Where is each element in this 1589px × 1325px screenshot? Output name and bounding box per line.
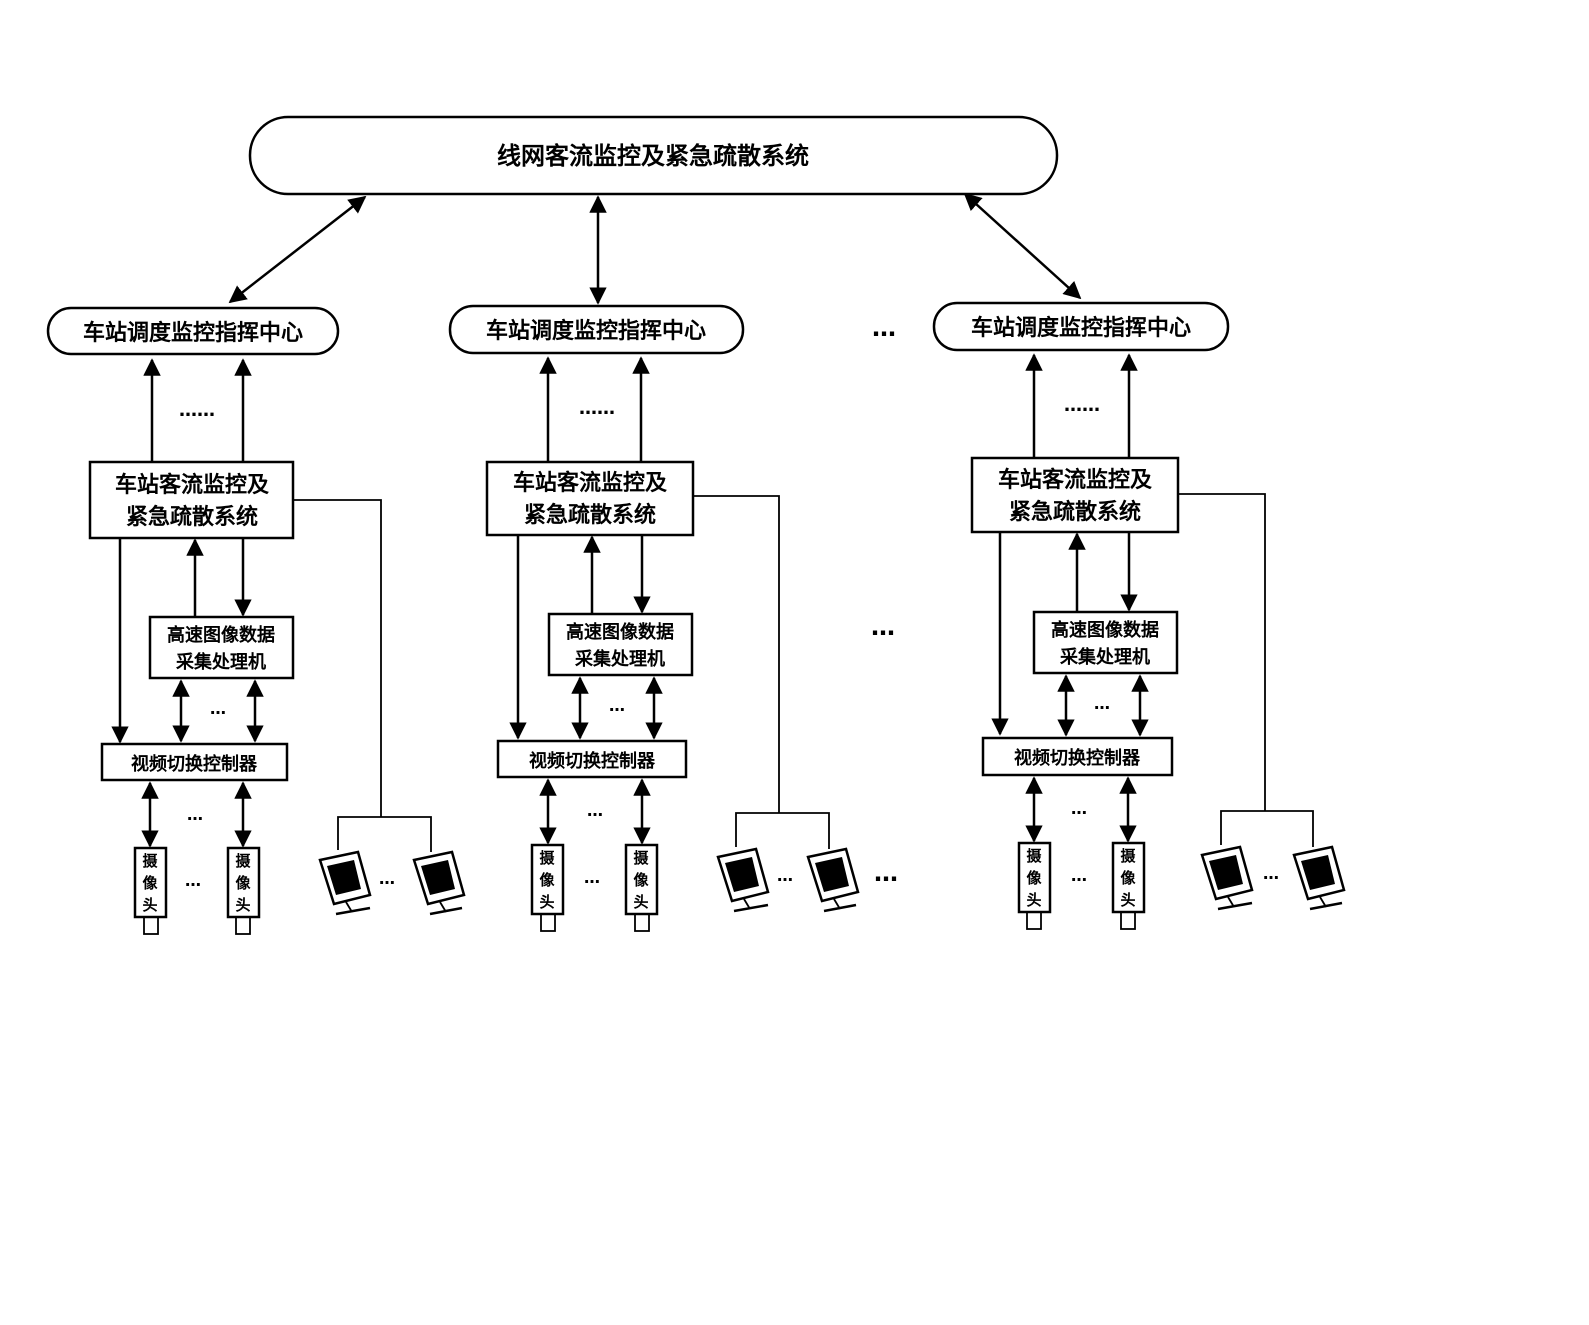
station-column-2: 车站调度监控指挥中心 …… 车站客流监控及 紧急疏散系统 高速图像数据 采集处理… [448,304,860,932]
monitor-icon [806,847,860,913]
ellipsis: … [1071,866,1087,885]
station-system-label-line2: 紧急疏散系统 [126,504,258,530]
camera-label-char: 头 [1120,891,1135,909]
ellipsis: … [777,866,793,885]
columns-ellipsis-mid: … [871,613,895,641]
station-column-3: 车站调度监控指挥中心 …… 车站客流监控及 紧急疏散系统 高速图像数据 采集处理… [932,301,1346,930]
dispatch-center-label: 车站调度监控指挥中心 [486,318,706,344]
station-system-node [970,456,1180,534]
dispatch-center-node [448,304,745,355]
camera-label-char: 头 [539,893,554,911]
monitor-icon [1200,845,1254,911]
monitor-icon [412,850,466,916]
ellipsis: …… [579,398,615,419]
link-top-center-1 [228,195,367,304]
top-system-label: 线网客流监控及紧急疏散系统 [497,142,809,170]
station-column-1: 车站调度监控指挥中心 …… 车站客流监控及 紧急疏散系统 高速图像数据 采集处理… [46,306,466,935]
video-switcher-node [981,736,1174,777]
camera-label-char: 像 [1120,869,1136,887]
camera: 摄 像 头 [226,846,261,935]
image-processor-node [1032,610,1179,675]
camera-label-char: 摄 [142,852,158,870]
columns-ellipsis-top: … [872,314,896,342]
image-processor-label-line2: 采集处理机 [574,648,665,670]
station-system-label-line2: 紧急疏散系统 [524,502,656,528]
monitor-icon [1292,845,1346,911]
image-processor-label-line1: 高速图像数据 [1051,619,1159,641]
ellipsis: … [584,868,600,887]
camera: 摄 像 头 [1017,841,1052,930]
camera-label-char: 摄 [235,852,251,870]
station-system-node [485,460,695,537]
ellipsis: … [379,869,395,888]
ellipsis: … [587,801,603,820]
camera-label-char: 摄 [1026,847,1042,865]
camera: 摄 像 头 [133,846,168,935]
image-processor-node [148,615,295,680]
image-processor-label-line1: 高速图像数据 [566,621,674,643]
camera: 摄 像 头 [624,843,659,932]
camera-label-char: 摄 [1120,847,1136,865]
video-switcher-label: 视频切换控制器 [1014,747,1141,769]
camera-label-char: 头 [142,896,157,914]
camera-label-char: 像 [539,871,555,889]
ellipsis: … [609,696,625,715]
ellipsis: … [1263,864,1279,883]
ellipsis: … [210,699,226,718]
station-system-label-line1: 车站客流监控及 [513,470,668,496]
link-top-center-3 [963,192,1082,300]
camera: 摄 像 头 [530,843,565,932]
dispatch-center-node [46,306,340,356]
ellipsis: … [187,805,203,824]
dispatch-center-label: 车站调度监控指挥中心 [83,320,303,346]
video-switcher-label: 视频切换控制器 [529,750,656,772]
camera: 摄 像 头 [1111,841,1146,930]
video-switcher-node [496,739,688,779]
dispatch-center-label: 车站调度监控指挥中心 [971,315,1191,341]
image-processor-node [547,612,694,677]
top-system-node: 线网客流监控及紧急疏散系统 [248,115,1059,196]
ellipsis: … [1094,694,1110,713]
camera-label-char: 像 [142,874,158,892]
video-switcher-node [100,742,289,782]
ellipsis: … [185,871,201,890]
station-system-label-line1: 车站客流监控及 [998,467,1153,493]
columns-ellipsis-bottom: … [874,859,898,887]
ellipsis: … [1071,799,1087,818]
station-system-label-line2: 紧急疏散系统 [1009,499,1141,525]
camera-label-char: 像 [235,874,251,892]
image-processor-label-line2: 采集处理机 [175,651,266,673]
camera-label-char: 头 [1026,891,1041,909]
dispatch-center-node [932,301,1230,352]
camera-label-char: 摄 [539,849,555,867]
monitor-icon [318,850,372,916]
ellipsis: …… [1064,395,1100,416]
camera-label-char: 摄 [633,849,649,867]
camera-label-char: 像 [1026,869,1042,887]
ellipsis: …… [179,400,215,421]
monitor-icon [716,847,770,913]
camera-label-char: 头 [633,893,648,911]
camera-label-char: 像 [633,871,649,889]
image-processor-label-line1: 高速图像数据 [167,624,275,646]
image-processor-label-line2: 采集处理机 [1059,646,1150,668]
video-switcher-label: 视频切换控制器 [131,753,258,775]
camera-label-char: 头 [235,896,250,914]
station-system-label-line1: 车站客流监控及 [115,472,270,498]
